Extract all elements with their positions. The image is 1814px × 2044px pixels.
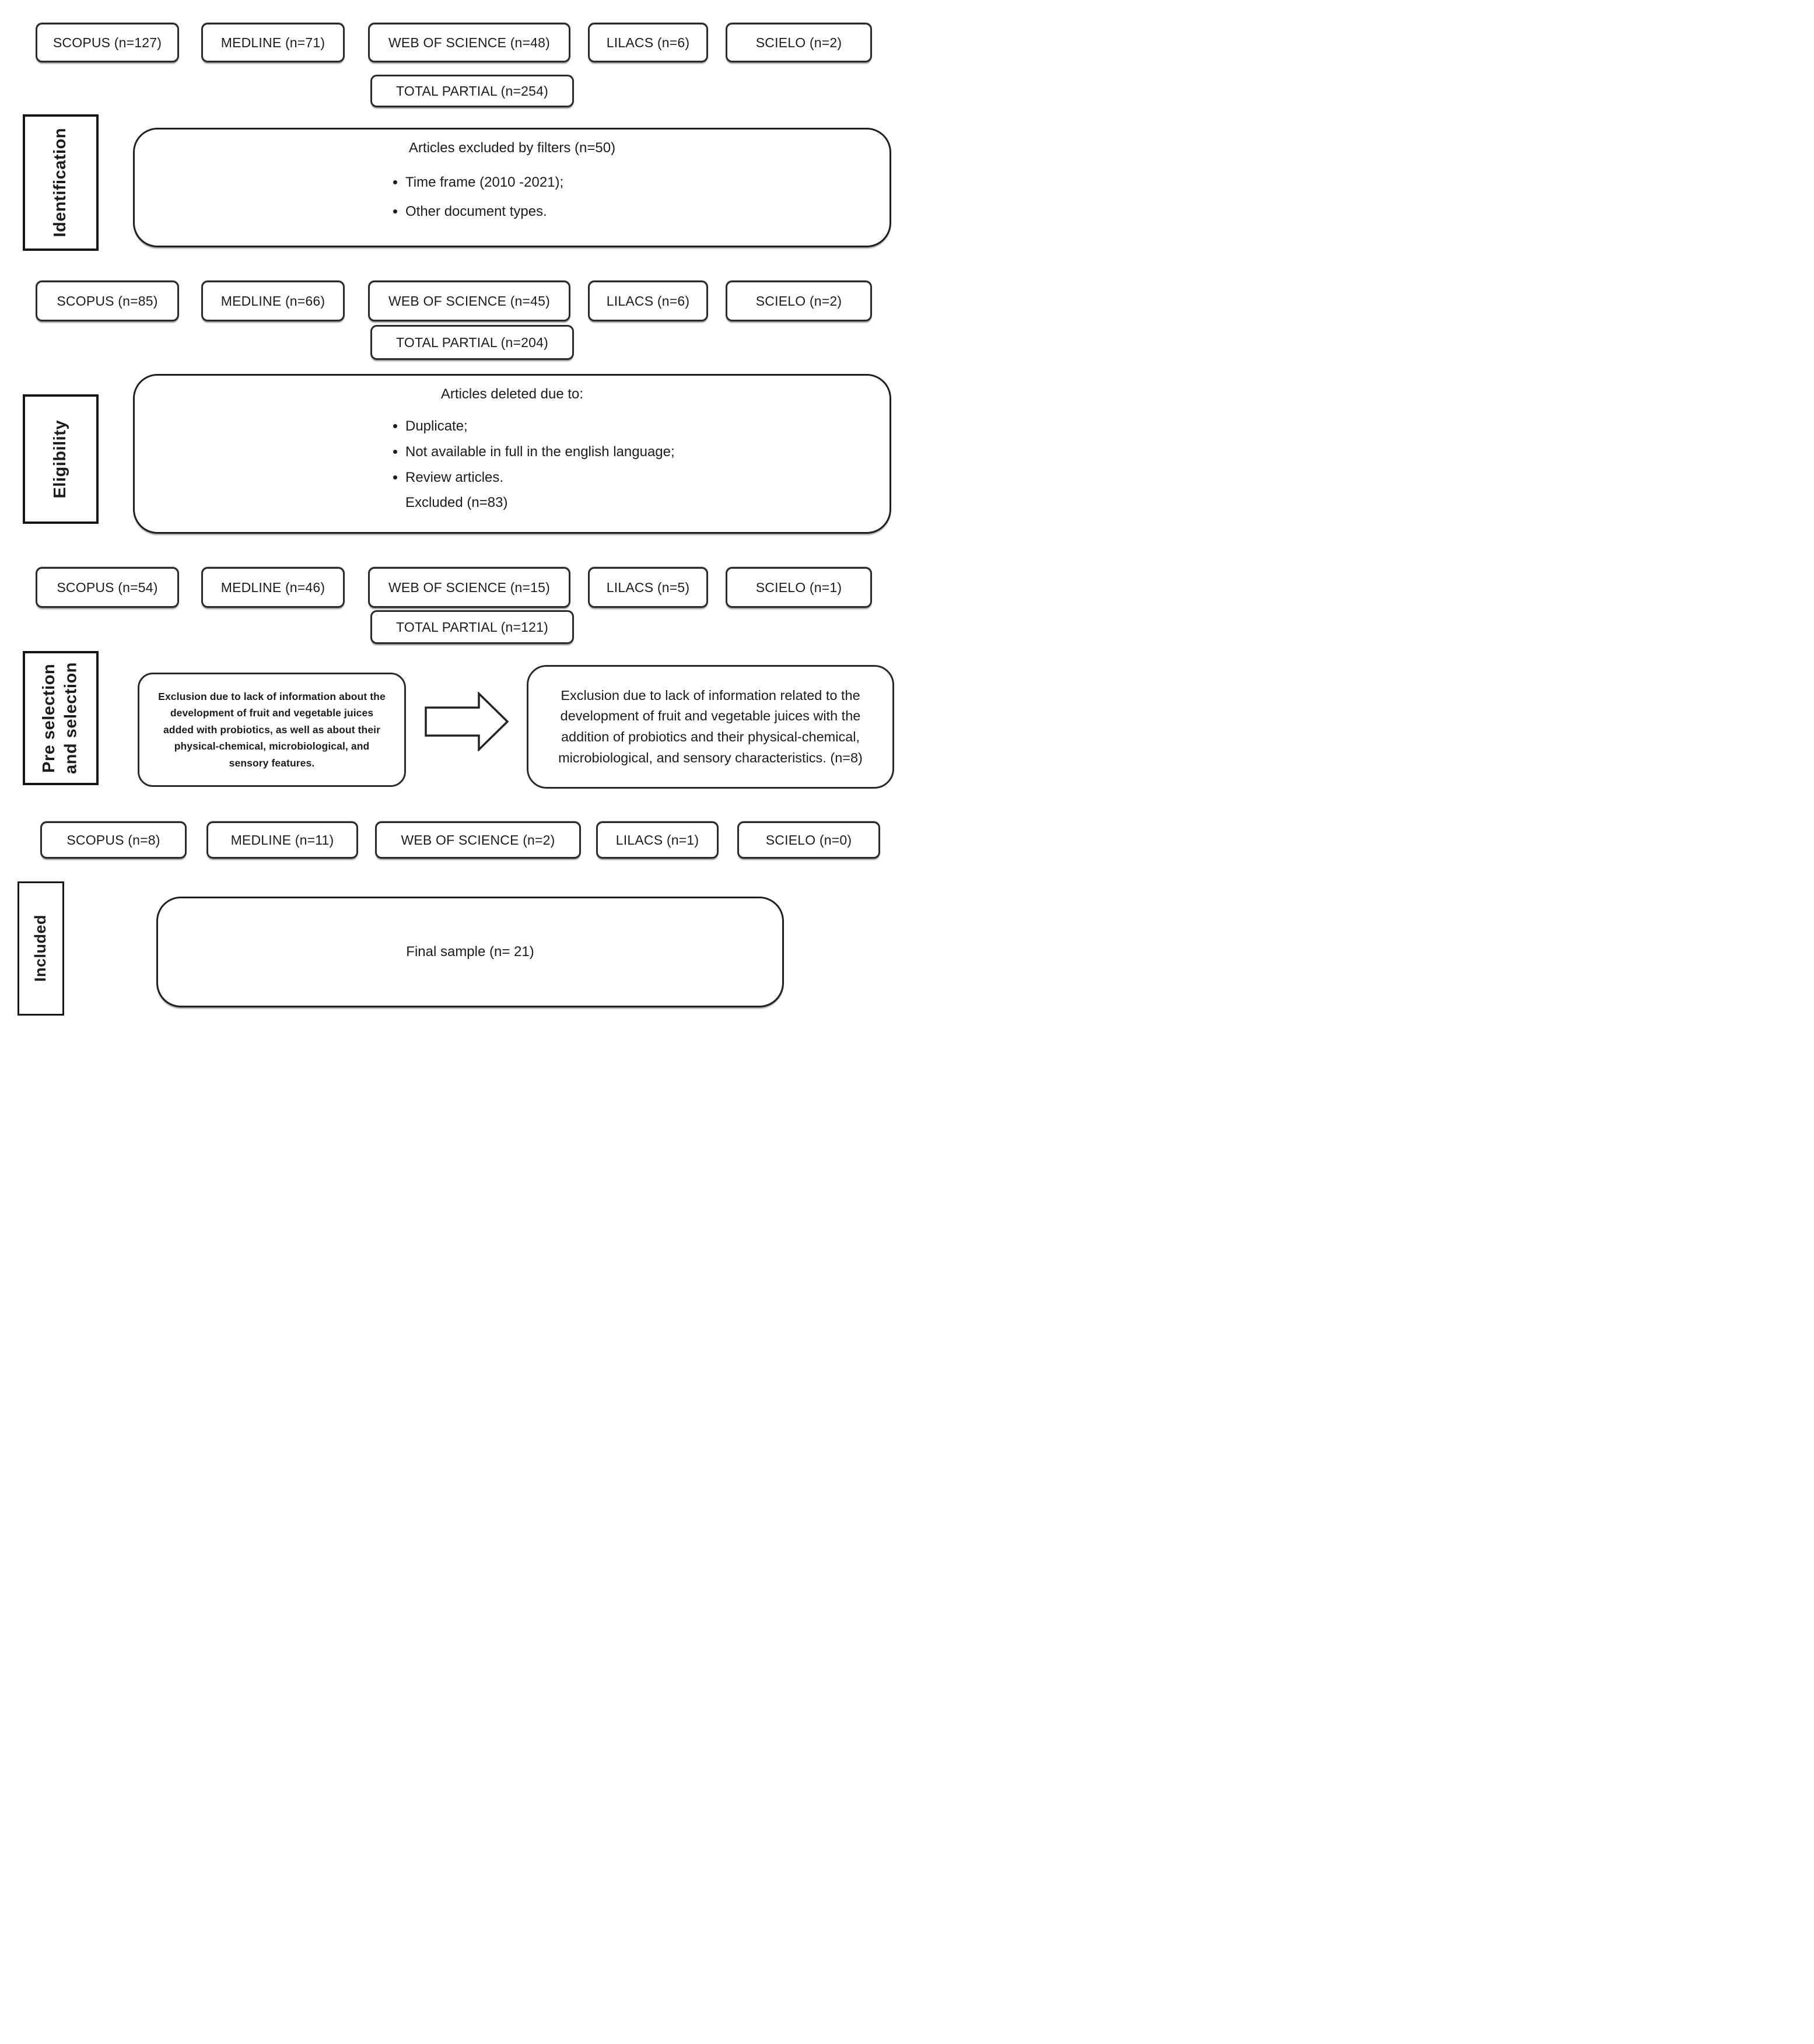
stage-label-identification-text: Identification: [51, 128, 70, 237]
db-box-web-of-science-row3: WEB OF SCIENCE (n=15): [368, 567, 570, 608]
list-item: Review articles.: [405, 469, 890, 487]
right-block-arrow-icon: [424, 691, 509, 752]
stage-label-preselection-text: Pre selection and selection: [38, 662, 82, 774]
db-box-scopus-row3: SCOPUS (n=54): [36, 567, 179, 608]
db-box-scopus-row1: SCOPUS (n=127): [36, 23, 179, 62]
db-box-scielo-row1: SCIELO (n=2): [726, 23, 872, 62]
total-partial-box-row1: TOTAL PARTIAL (n=254): [370, 75, 574, 107]
excluded-count-text: Excluded (n=83): [405, 495, 508, 510]
exclusion-note-eligibility: Articles deleted due to: Duplicate; Not …: [133, 374, 891, 534]
stage-label-included: Included: [17, 881, 64, 1016]
exclusion-note-identification-list: Time frame (2010 -2021); Other document …: [135, 174, 890, 220]
final-sample-box: Final sample (n= 21): [156, 897, 784, 1007]
exclusion-note-eligibility-title: Articles deleted due to:: [440, 386, 584, 402]
db-box-scopus-row4: SCOPUS (n=8): [40, 821, 187, 859]
db-box-medline-row3: MEDLINE (n=46): [201, 567, 345, 608]
final-sample-text: Final sample (n= 21): [406, 944, 534, 960]
stage-label-preselection-line2: and selection: [62, 662, 80, 774]
db-box-scielo-row3: SCIELO (n=1): [726, 567, 872, 608]
total-partial-box-row2: TOTAL PARTIAL (n=204): [370, 325, 574, 360]
db-box-web-of-science-row1: WEB OF SCIENCE (n=48): [368, 23, 570, 62]
stage-label-included-text: Included: [31, 915, 50, 982]
db-box-lilacs-row3: LILACS (n=5): [588, 567, 708, 608]
db-box-lilacs-row1: LILACS (n=6): [588, 23, 708, 62]
total-partial-box-row3: TOTAL PARTIAL (n=121): [370, 610, 574, 644]
db-box-lilacs-row2: LILACS (n=6): [588, 281, 708, 321]
exclusion-note-eligibility-list: Duplicate; Not available in full in the …: [135, 418, 890, 487]
db-box-medline-row1: MEDLINE (n=71): [201, 23, 345, 62]
stage-label-preselection-line1: Pre selection: [40, 663, 59, 773]
db-box-lilacs-row4: LILACS (n=1): [596, 821, 719, 859]
stage-label-identification: Identification: [23, 114, 99, 251]
list-item: Other document types.: [405, 203, 890, 220]
db-box-scopus-row2: SCOPUS (n=85): [36, 281, 179, 321]
stage-label-preselection: Pre selection and selection: [23, 651, 99, 785]
prisma-flow-diagram: SCOPUS (n=127) MEDLINE (n=71) WEB OF SCI…: [0, 0, 907, 1022]
exclusion-note-identification: Articles excluded by filters (n=50) Time…: [133, 128, 891, 247]
db-box-medline-row2: MEDLINE (n=66): [201, 281, 345, 321]
db-box-scielo-row4: SCIELO (n=0): [737, 821, 880, 859]
list-item: Not available in full in the english lan…: [405, 443, 890, 461]
exclusion-note-identification-title: Articles excluded by filters (n=50): [408, 140, 616, 156]
stage-label-eligibility-text: Eligibility: [51, 419, 70, 499]
stage-label-eligibility: Eligibility: [23, 394, 99, 524]
list-item: Duplicate;: [405, 418, 890, 435]
db-box-medline-row4: MEDLINE (n=11): [206, 821, 358, 859]
db-box-scielo-row2: SCIELO (n=2): [726, 281, 872, 321]
preselection-right-note: Exclusion due to lack of information rel…: [527, 665, 894, 789]
db-box-web-of-science-row2: WEB OF SCIENCE (n=45): [368, 281, 570, 321]
preselection-left-note: Exclusion due to lack of information abo…: [138, 673, 406, 787]
list-item: Time frame (2010 -2021);: [405, 174, 890, 191]
db-box-web-of-science-row4: WEB OF SCIENCE (n=2): [375, 821, 581, 859]
